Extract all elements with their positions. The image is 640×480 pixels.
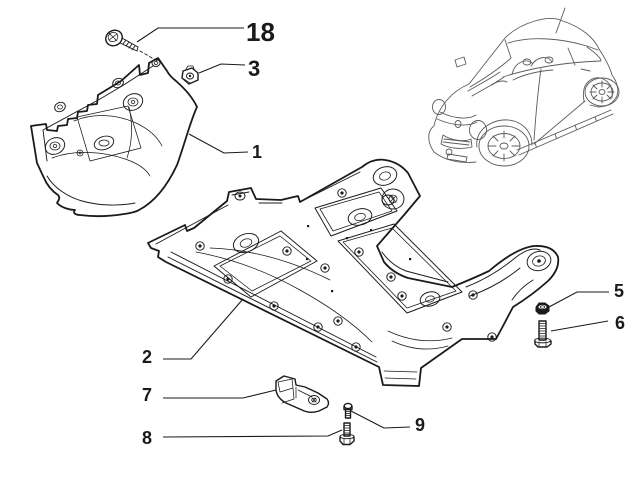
callout-8[interactable]: 8 — [142, 428, 152, 448]
car-quarter-window-edge — [586, 46, 602, 61]
car-rear-wheel-arch — [582, 77, 613, 102]
car-front-wheel-arch — [476, 119, 533, 148]
car-rocker-line — [533, 100, 586, 145]
leader-lines — [136, 27, 609, 438]
car-headlight-upper — [432, 99, 446, 115]
part-2-arm-inner — [465, 248, 541, 301]
car-side-stripe — [516, 109, 614, 156]
leader-line-1 — [188, 133, 249, 154]
car-b-pillar — [567, 47, 576, 66]
bracket-7-box-faces — [277, 378, 313, 404]
part-8-bolt — [339, 422, 355, 446]
leader-line-7 — [163, 389, 277, 399]
leader-line-18 — [136, 27, 244, 43]
part-1-ridge-lower — [51, 152, 151, 177]
car-hood-lines — [436, 111, 478, 126]
leader-line-8 — [162, 429, 343, 438]
clip-3-body — [181, 67, 199, 85]
car-front-lower-edge — [433, 151, 477, 163]
part-6-bolt — [534, 320, 552, 348]
car-wiper-lines — [467, 71, 505, 97]
part-3-clip-nut — [181, 65, 199, 85]
part-5-nut — [535, 302, 550, 315]
leader-line-6 — [550, 320, 609, 332]
part-2-bottom-flange-band — [167, 251, 378, 363]
car-headrest-left — [522, 58, 532, 66]
clip-3-fold — [183, 65, 195, 84]
part-1-outline — [30, 57, 198, 217]
car-license-plate — [446, 153, 468, 163]
vehicle-reference-illustration — [428, 7, 620, 167]
screw-18-head — [105, 29, 123, 47]
screw-18-assembly-axis — [139, 50, 160, 63]
screw-18-cross-slot — [108, 32, 118, 42]
car-rear-wheel — [584, 77, 620, 107]
part-1-ridge-upper — [73, 115, 163, 147]
screw-18-shank — [119, 37, 139, 52]
car-a-pillar — [469, 39, 512, 88]
leader-line-3 — [198, 63, 246, 74]
car-headlight-main — [469, 120, 487, 140]
car-beltline — [502, 60, 602, 78]
car-badge — [454, 120, 462, 128]
car-headrest-right — [544, 56, 554, 64]
car-front-wheel — [478, 125, 530, 167]
callout-9[interactable]: 9 — [415, 415, 425, 435]
part-1-side-shield — [30, 57, 198, 217]
car-grille — [440, 134, 473, 149]
car-body-outline — [428, 18, 619, 153]
part-7-bracket — [275, 375, 330, 413]
callout-3[interactable]: 3 — [248, 56, 260, 81]
callout-18[interactable]: 18 — [246, 17, 275, 47]
callout-7[interactable]: 7 — [142, 385, 152, 405]
callout-5[interactable]: 5 — [614, 281, 624, 301]
car-door-handle — [580, 68, 591, 72]
car-roof-side-edge — [507, 38, 599, 51]
callout-labels: 18 3 1 2 5 6 7 8 9 — [142, 17, 625, 448]
callout-1[interactable]: 1 — [252, 142, 262, 162]
leader-line-2 — [163, 298, 244, 360]
leader-line-5 — [548, 291, 609, 308]
part-9-screw — [343, 402, 353, 419]
part-2-top-flange — [155, 171, 361, 245]
part-2-rivets — [306, 225, 412, 293]
part-1-recessed-panel — [76, 105, 142, 162]
car-mirror — [454, 56, 467, 68]
leader-line-9 — [350, 410, 411, 429]
part-2-ribs — [195, 247, 453, 380]
part-1-inner-flange — [42, 65, 154, 162]
bracket-7-outline — [275, 375, 330, 413]
part-1-bosses — [44, 59, 161, 157]
callout-2[interactable]: 2 — [142, 347, 152, 367]
car-interior-seats — [491, 57, 554, 86]
part-2-underbody-shield — [147, 158, 560, 387]
part-18-screw — [105, 29, 160, 63]
part-2-outline — [147, 158, 560, 387]
part-1-bottom-flange — [46, 175, 136, 206]
part-2-screw-bosses — [195, 188, 497, 352]
car-door-seam — [533, 68, 542, 141]
callout-6[interactable]: 6 — [615, 313, 625, 333]
part-2-neck-inner — [381, 251, 449, 283]
car-fog-light — [445, 148, 453, 156]
part-2-oval-bosses — [232, 208, 441, 307]
